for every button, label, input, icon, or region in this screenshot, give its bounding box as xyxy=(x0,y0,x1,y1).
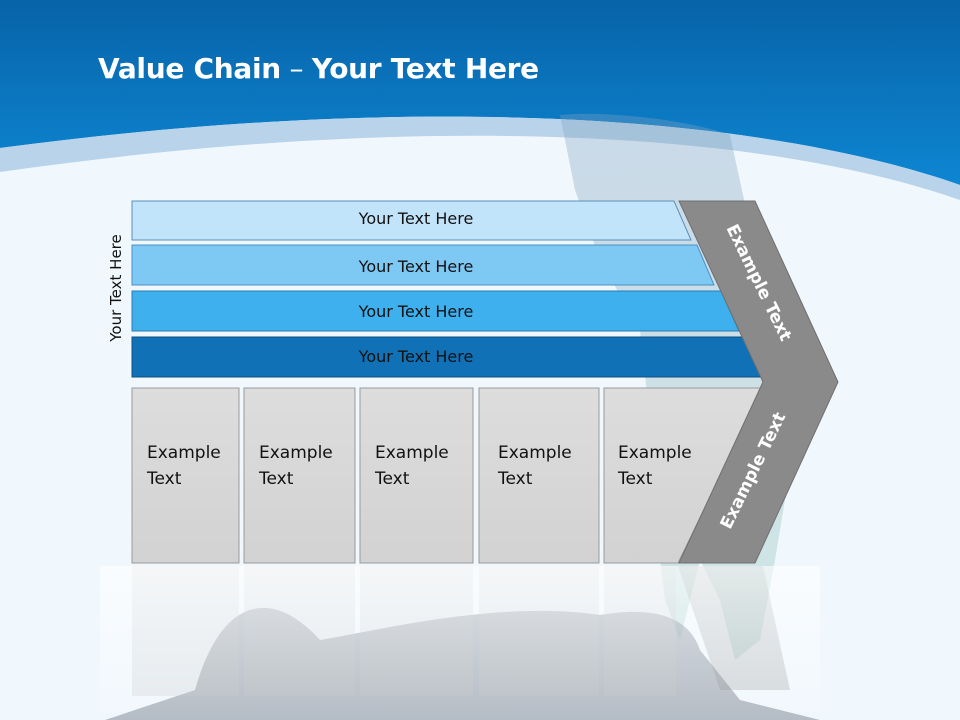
boxes-group: Example Text Example Text Example Text E… xyxy=(131,387,764,564)
bar-2 xyxy=(131,244,715,286)
box-3-line2: Text xyxy=(374,469,410,489)
chevron-group: Example Text Example Text xyxy=(678,200,839,564)
box-3 xyxy=(359,387,474,564)
bar-1 xyxy=(131,200,692,241)
box-5-line1: Example xyxy=(618,443,692,463)
title-bold: Value Chain xyxy=(98,52,281,85)
box-5-line2: Text xyxy=(617,469,653,489)
box-2-line1: Example xyxy=(259,443,333,463)
box-4-line2: Text xyxy=(497,469,533,489)
box-4-line1: Example xyxy=(498,443,572,463)
box-5 xyxy=(603,387,764,564)
title-separator: – xyxy=(280,52,312,85)
box-1-line2: Text xyxy=(146,469,182,489)
box-2 xyxy=(243,387,356,564)
bar-4-label: Your Text Here xyxy=(358,347,474,366)
reflection-fade xyxy=(100,566,820,720)
box-1-line1: Example xyxy=(147,443,221,463)
side-vertical-label: Your Text Here xyxy=(107,234,125,342)
bars-group: Your Text Here Your Text Here Your Text … xyxy=(131,200,764,378)
box-1 xyxy=(131,387,240,564)
title-rest: Your Text Here xyxy=(311,52,539,85)
page-title: Value Chain – Your Text Here xyxy=(98,52,539,85)
box-4 xyxy=(478,387,600,564)
header-band xyxy=(0,0,960,185)
chevron-shape xyxy=(678,200,839,564)
box-2-line2: Text xyxy=(258,469,294,489)
bar-2-label: Your Text Here xyxy=(358,257,474,276)
box-3-line1: Example xyxy=(375,443,449,463)
bar-1-label: Your Text Here xyxy=(358,209,474,228)
bar-3-label: Your Text Here xyxy=(358,302,474,321)
